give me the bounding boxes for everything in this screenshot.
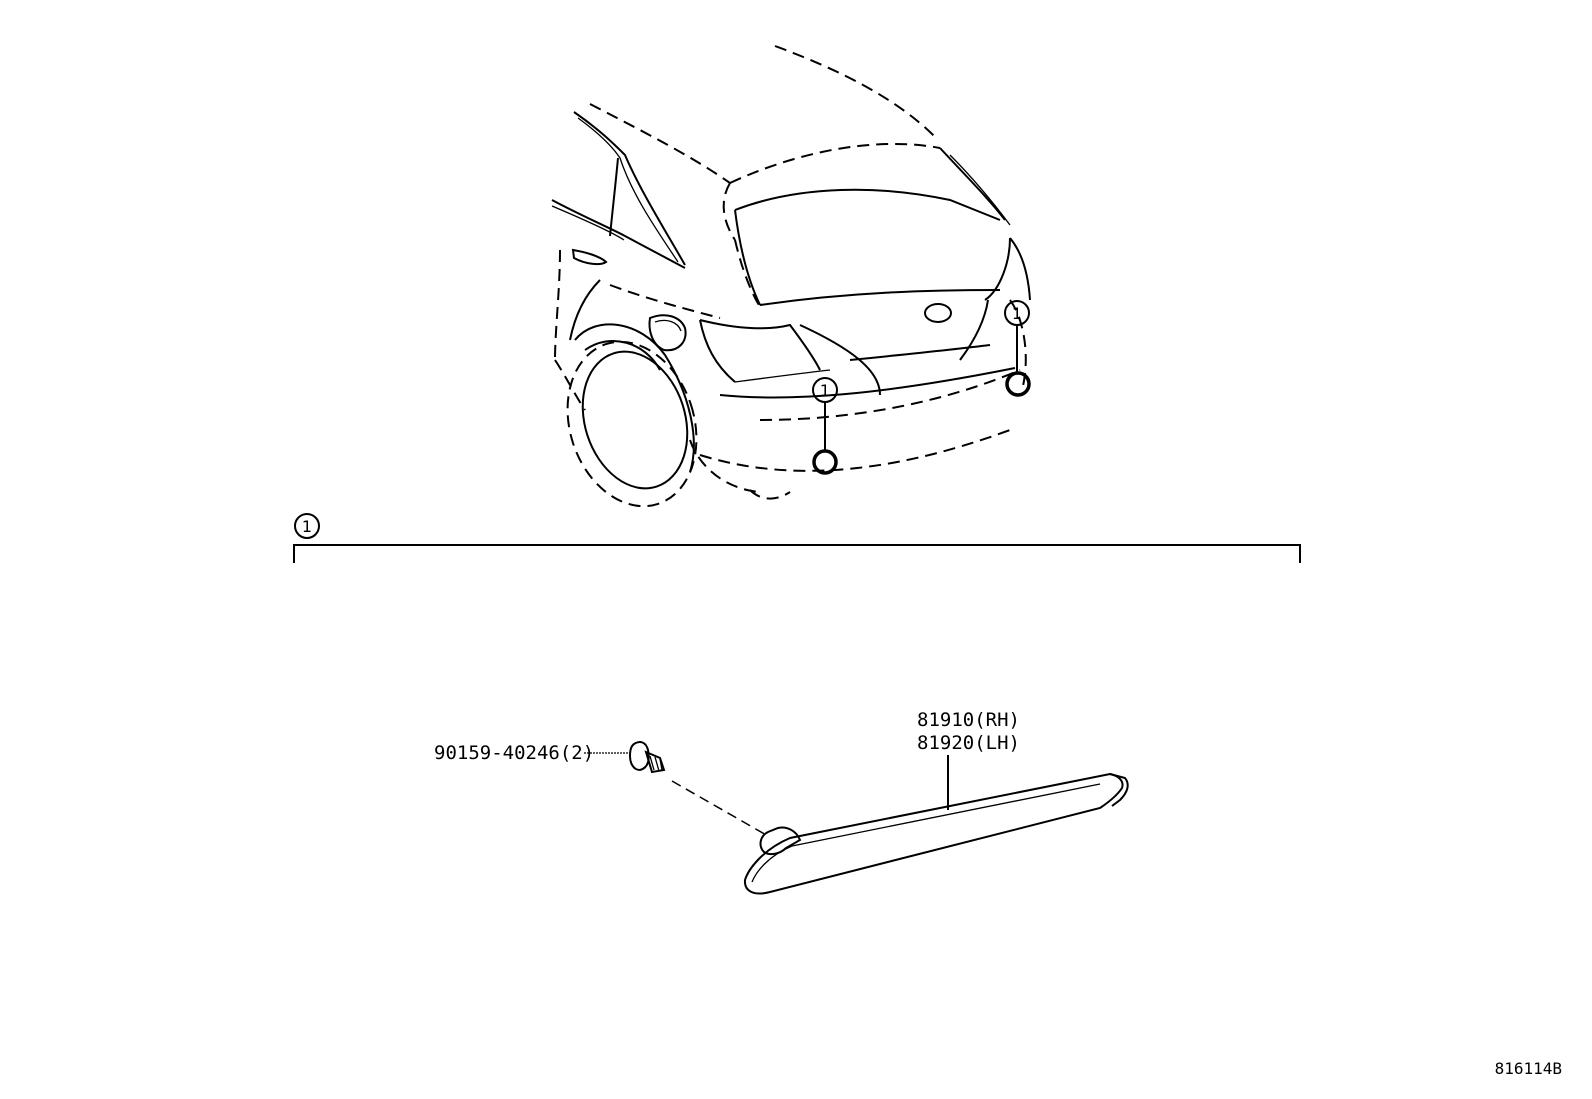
vehicle-illustration: [551, 45, 1031, 508]
screw-part: 90159-40246(2): [434, 741, 666, 774]
reflector-rh-part-number: 81910(RH): [917, 709, 1020, 731]
callout-marker-left: 1: [812, 377, 838, 475]
reflector-lh-part-number: 81920(LH): [917, 732, 1020, 754]
section-bracket: 1: [293, 513, 1301, 563]
assembly-lead-line: [671, 780, 769, 837]
screw-part-number: 90159-40246(2): [434, 742, 594, 764]
callout-marker-right: 1: [1004, 300, 1031, 397]
callout-number: 1: [1012, 304, 1022, 323]
reflector-part: 81910(RH) 81920(LH): [743, 709, 1129, 895]
section-number: 1: [302, 517, 312, 536]
reflector-location-right: [1005, 371, 1031, 397]
diagram-reference-number: 816114B: [1495, 1059, 1562, 1078]
reflector-location-left: [812, 449, 838, 475]
callout-number: 1: [820, 381, 830, 400]
